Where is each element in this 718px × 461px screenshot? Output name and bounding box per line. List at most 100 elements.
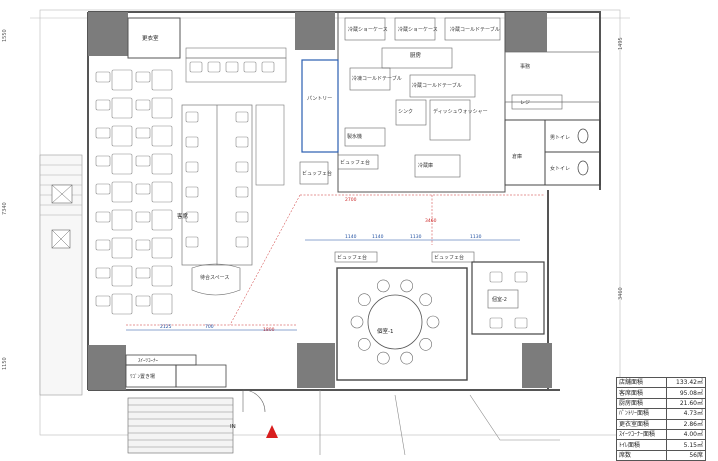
equip-8: 製氷機 bbox=[347, 133, 362, 140]
chair bbox=[95, 239, 111, 251]
chair bbox=[400, 279, 414, 293]
equip-7: ディッシュウォッシャー bbox=[433, 108, 488, 115]
blue-dim-4: 1130 bbox=[470, 234, 482, 240]
table bbox=[111, 293, 133, 315]
chair bbox=[400, 351, 414, 365]
kitchen: 厨房 冷蔵ショーケース 冷蔵ショーケース 冷蔵コールドテーブル 冷凍コールドテー… bbox=[337, 11, 506, 193]
chair bbox=[135, 267, 151, 279]
chair bbox=[261, 61, 275, 73]
blue-dim-5: 2125 bbox=[160, 324, 172, 330]
equip-1: 冷蔵ショーケース bbox=[348, 26, 388, 33]
pantry: パントリー bbox=[301, 59, 339, 153]
equip-5: 冷蔵コールドテーブル bbox=[412, 82, 462, 89]
chair bbox=[376, 351, 390, 365]
table bbox=[111, 209, 133, 231]
table bbox=[151, 125, 173, 147]
red-dim-3: 3460 bbox=[425, 218, 437, 224]
equip-2: 冷蔵ショーケース bbox=[398, 26, 438, 33]
chair bbox=[419, 337, 433, 351]
table bbox=[151, 293, 173, 315]
area-value: 95.08㎡ bbox=[665, 387, 707, 399]
blue-dim-6: 700 bbox=[205, 324, 214, 330]
area-value: 21.60㎡ bbox=[665, 397, 707, 410]
chair bbox=[95, 211, 111, 223]
area-value: 2.86㎡ bbox=[665, 418, 707, 430]
entrance-label: IN bbox=[230, 424, 236, 430]
table bbox=[111, 265, 133, 287]
chair bbox=[95, 267, 111, 279]
edge-dim-1: 1550 bbox=[2, 29, 8, 42]
area-label: 客席面積 bbox=[616, 387, 667, 399]
side-seating bbox=[255, 104, 285, 186]
chair bbox=[95, 71, 111, 83]
seat-grid bbox=[95, 61, 275, 315]
equip-3: 冷蔵コールドテーブル bbox=[450, 26, 500, 33]
chair bbox=[489, 317, 503, 329]
chair bbox=[95, 295, 111, 307]
left-balcony bbox=[39, 154, 83, 396]
chair bbox=[514, 271, 528, 283]
chair bbox=[135, 211, 151, 223]
chair bbox=[185, 186, 199, 198]
chair bbox=[207, 61, 221, 73]
chair bbox=[235, 186, 249, 198]
equip-9: 冷蔵庫 bbox=[418, 162, 433, 169]
area-label: 厨房面積 bbox=[616, 397, 667, 410]
chair bbox=[235, 211, 249, 223]
chair bbox=[350, 315, 364, 329]
area-label: 店舗面積 bbox=[616, 376, 667, 389]
table bbox=[151, 181, 173, 203]
private-room-1: 個室-1 bbox=[336, 267, 468, 381]
chair bbox=[489, 271, 503, 283]
table bbox=[151, 97, 173, 119]
restroom-w-label: 女トイレ bbox=[550, 165, 570, 172]
edge-dim-2: 7340 bbox=[2, 202, 8, 215]
chair bbox=[243, 61, 257, 73]
main-seating-label: 客席 bbox=[177, 212, 189, 220]
buffet-3: ビュッフェ台 bbox=[337, 254, 367, 261]
table bbox=[111, 69, 133, 91]
buffet-4: ビュッフェ台 bbox=[434, 254, 464, 261]
table bbox=[151, 69, 173, 91]
chair bbox=[135, 99, 151, 111]
area-value: 4.73㎡ bbox=[665, 408, 707, 420]
chair bbox=[357, 293, 371, 307]
waiting-space: 待合スペース bbox=[191, 263, 241, 296]
locker-room-label: 更衣室 bbox=[142, 34, 159, 42]
table bbox=[111, 181, 133, 203]
area-label: ﾄｲﾚ面積 bbox=[616, 439, 667, 451]
entrance-stairs bbox=[127, 397, 234, 454]
cart-storage-label: ﾜｺﾞﾝ置き場 bbox=[130, 373, 155, 380]
restrooms: 男トイレ 女トイレ 倉庫 bbox=[504, 119, 601, 186]
edge-dim-3: 1150 bbox=[2, 357, 8, 370]
chair bbox=[135, 295, 151, 307]
office-area: 事務 レジ bbox=[504, 51, 601, 110]
chair bbox=[189, 61, 203, 73]
chair bbox=[95, 99, 111, 111]
area-label: ｽｲｰﾂｺｰﾅｰ面積 bbox=[616, 428, 667, 441]
chair bbox=[419, 293, 433, 307]
register-label: レジ bbox=[520, 100, 530, 106]
chair bbox=[185, 211, 199, 223]
private-room-1-label: 個室-1 bbox=[377, 327, 393, 335]
chair bbox=[135, 183, 151, 195]
table bbox=[151, 265, 173, 287]
blue-dim-3: 1130 bbox=[410, 234, 422, 240]
red-dimension-lines bbox=[126, 194, 545, 326]
chair bbox=[426, 315, 440, 329]
chair bbox=[135, 239, 151, 251]
table bbox=[151, 153, 173, 175]
table bbox=[151, 209, 173, 231]
blue-dim-1: 1140 bbox=[345, 234, 357, 240]
chair bbox=[235, 136, 249, 148]
central-banquette bbox=[181, 104, 253, 266]
dessert-corner: ｽｲｰﾂｺｰﾅｰ ﾜｺﾞﾝ置き場 bbox=[125, 354, 227, 388]
area-value: 133.42㎡ bbox=[665, 376, 707, 389]
